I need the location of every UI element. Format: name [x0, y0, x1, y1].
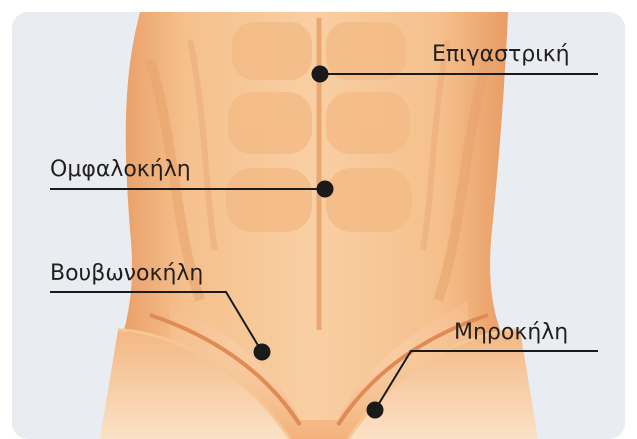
label-femoral: Μηροκήλη	[454, 322, 568, 344]
label-inguinal: Βουβωνοκήλη	[50, 263, 203, 285]
label-epigastric: Επιγαστρική	[432, 44, 570, 66]
epigastric-dot-marker	[312, 66, 329, 83]
femoral-dot-marker	[367, 402, 384, 419]
umbilical-dot-marker	[317, 181, 334, 198]
inguinal-dot-marker	[254, 344, 271, 361]
label-umbilical: Ομφαλοκήλη	[50, 159, 191, 181]
